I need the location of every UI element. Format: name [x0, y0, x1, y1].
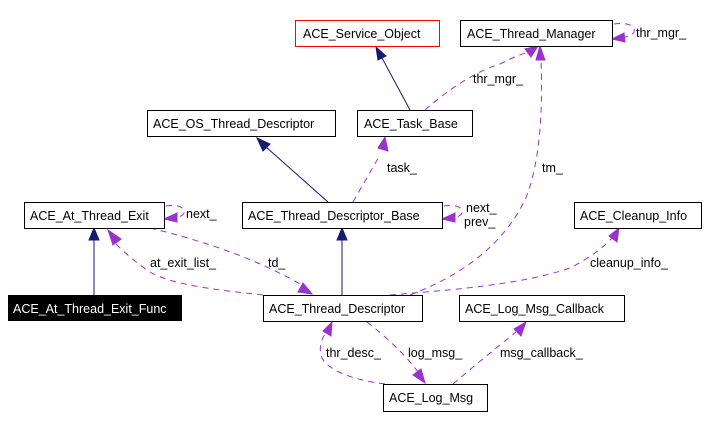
edge-label-thr-desc: thr_desc_ — [326, 346, 382, 360]
edge-usage-cleanup-info: cleanup_info_ — [389, 226, 669, 296]
node-label: ACE_Thread_Descriptor_Base — [248, 209, 420, 223]
edge-usage-thr-mgr-self: thr_mgr_ — [610, 23, 687, 43]
node-ace-cleanup-info[interactable]: ACE_Cleanup_Info — [574, 202, 702, 229]
node-ace-service-object[interactable]: ACE_Service_Object — [295, 20, 440, 47]
node-label: ACE_Task_Base — [364, 117, 458, 131]
edge-inherit-func-atexit — [88, 226, 100, 295]
node-label: ACE_Log_Msg — [389, 391, 473, 405]
node-ace-task-base[interactable]: ACE_Task_Base — [357, 110, 473, 137]
edge-label-next: next_ — [466, 201, 498, 215]
node-ace-thread-descriptor-base[interactable]: ACE_Thread_Descriptor_Base — [242, 202, 443, 229]
node-label: ACE_Service_Object — [303, 27, 421, 41]
edge-label-task: task_ — [387, 161, 418, 175]
edge-usage-thr-mgr-task: thr_mgr_ — [424, 45, 540, 111]
node-ace-at-thread-exit[interactable]: ACE_At_Thread_Exit — [24, 202, 165, 229]
edge-inherit-tdbase-osthreaddesc — [255, 136, 329, 203]
edge-label-msg-callback: msg_callback_ — [500, 346, 584, 360]
node-ace-thread-manager[interactable]: ACE_Thread_Manager — [460, 20, 613, 47]
node-ace-log-msg[interactable]: ACE_Log_Msg — [383, 384, 488, 412]
edge-usage-task: task_ — [352, 135, 418, 203]
edge-label-log-msg: log_msg_ — [408, 346, 463, 360]
edge-usage-log-msg: log_msg_ — [366, 321, 463, 385]
node-ace-thread-descriptor[interactable]: ACE_Thread_Descriptor — [263, 295, 423, 322]
node-label: ACE_Log_Msg_Callback — [465, 302, 605, 316]
node-label: ACE_At_Thread_Exit_Func — [13, 302, 167, 316]
edge-label-tm: tm_ — [542, 161, 564, 175]
node-label: ACE_Thread_Manager — [467, 27, 596, 41]
edge-usage-tm: tm_ — [409, 44, 564, 296]
edge-usage-td: td_ — [149, 227, 314, 295]
edge-usage-msg-callback: msg_callback_ — [452, 320, 584, 385]
node-label: ACE_OS_Thread_Descriptor — [153, 117, 314, 131]
edge-label-td: td_ — [268, 256, 286, 270]
edge-usage-next-prev: next_ prev_ — [440, 201, 498, 229]
edge-usage-thr-desc: thr_desc_ — [319, 320, 386, 385]
node-label: ACE_Thread_Descriptor — [269, 302, 405, 316]
edge-label-next-atexit: next_ — [186, 207, 218, 221]
edge-label-prev: prev_ — [464, 215, 496, 229]
edge-label-cleanup-info: cleanup_info_ — [590, 256, 669, 270]
node-ace-os-thread-descriptor[interactable]: ACE_OS_Thread_Descriptor — [147, 110, 336, 137]
node-ace-log-msg-callback[interactable]: ACE_Log_Msg_Callback — [459, 295, 625, 322]
edge-usage-at-exit-list: at_exit_list_ — [107, 228, 264, 296]
node-label: ACE_Cleanup_Info — [580, 209, 687, 223]
edge-label-at-exit-list: at_exit_list_ — [150, 256, 217, 270]
edge-usage-next-atexit: next_ — [162, 205, 218, 223]
node-label: ACE_At_Thread_Exit — [30, 209, 149, 223]
edge-inherit-td-tdbase — [336, 226, 348, 295]
edge-inherit-taskbase-serviceobject — [375, 45, 411, 111]
node-ace-at-thread-exit-func[interactable]: ACE_At_Thread_Exit_Func — [8, 295, 182, 321]
edge-label-thr-mgr-task: thr_mgr_ — [473, 72, 524, 86]
edge-label-thr-mgr-self: thr_mgr_ — [636, 26, 687, 40]
